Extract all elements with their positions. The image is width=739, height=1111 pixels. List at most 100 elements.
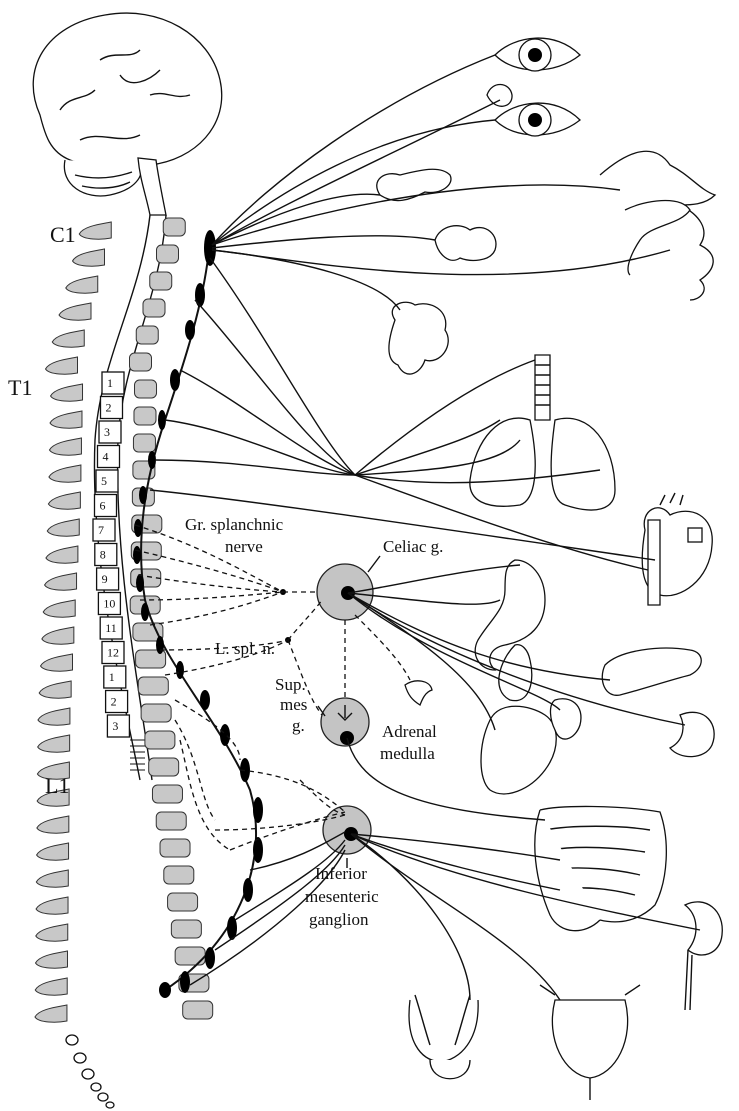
chain-ganglion [200,690,210,710]
label-sup-mes-2: mes [280,695,307,714]
segment-number: 5 [101,474,107,488]
chain-ganglion [205,947,215,969]
vertebra-left [59,303,91,320]
segment-number: 3 [112,719,118,733]
chain-ganglion [159,982,171,998]
vertebra-left [41,654,73,671]
segment-number: 6 [100,499,106,513]
label-t1: T1 [8,375,32,400]
vertebra-left [36,870,68,887]
label-c1: C1 [50,222,76,247]
vertebra-left [35,1005,67,1022]
vertebra-body [149,758,179,776]
vertebra-left [49,465,81,482]
chain-ganglion [243,878,253,902]
adrenal-gland [405,681,432,705]
vertebra-body [135,380,157,398]
chain-ganglion [148,451,156,469]
coccyx [66,1035,114,1108]
brain [33,13,221,215]
segment-number: 1 [107,376,113,390]
vertebra-body [163,218,185,236]
vertebra-left [49,438,81,455]
vertebra-body [152,785,182,803]
vertebra-body [133,434,155,452]
vertebra-left [79,222,111,239]
label-gr-splanchnic-1: Gr. splanchnic [185,515,284,534]
vertebra-left [36,924,68,941]
celiac-ganglion [317,564,373,620]
chain-ganglion [141,603,149,621]
vertebra-left [35,951,67,968]
eye-upper [495,38,580,71]
vertebra-body [136,326,158,344]
vertebra-left [73,249,105,266]
segment-number: 11 [105,621,117,635]
segment-number: 10 [103,597,115,611]
vertebra-body [143,299,165,317]
segment-number: 8 [100,548,106,562]
vertebra-left [37,816,69,833]
salivary-gland-middle [435,226,496,261]
segment-number: 2 [106,401,112,415]
label-inf-mes-3: ganglion [309,910,369,929]
vertebra-body [164,866,194,884]
vertebra-left [38,735,70,752]
vertebra-left [48,492,80,509]
kidney-lower [685,902,722,1010]
segment-number: 2 [111,695,117,709]
spinal-segment [101,397,123,419]
inferior-mesenteric-ganglion [323,806,371,854]
vertebra-body [160,839,190,857]
vertebra-left [39,681,71,698]
parotid-gland [389,302,448,374]
chain-ganglion [170,369,180,391]
vertebra-left [35,978,67,995]
chain-ganglion [156,636,164,654]
intestines [535,806,667,930]
vertebra-left [36,897,68,914]
heart [642,493,712,605]
spinal-segment [96,470,118,492]
vertebra-left [66,276,98,293]
vertebra-body [171,920,201,938]
chain-ganglion [134,519,142,537]
chain-ganglion [180,971,190,993]
vertebra-body [156,812,186,830]
vertebra-body [150,272,172,290]
label-adrenal-1: Adrenal [382,722,437,741]
vertebra-left [43,600,75,617]
superior-mesenteric-ganglion [321,698,369,746]
label-celiac: Celiac g. [383,537,443,556]
kidney-upper [670,712,714,756]
vertebra-body [145,731,175,749]
chain-ganglion [220,724,230,746]
chain-ganglion [139,486,147,504]
label-inf-mes-2: mesenteric [305,887,379,906]
segment-number: 3 [104,425,110,439]
chain-ganglion [185,320,195,340]
bladder [540,985,640,1100]
vertebra-body [168,893,198,911]
spinal-segment [102,372,124,394]
spinal-segment [98,446,120,468]
eye-lower [495,103,580,136]
vertebra-body [130,353,152,371]
vertebra-left [51,384,83,401]
spinal-segment [99,421,121,443]
vertebra-left [47,519,79,536]
liver [481,706,556,794]
segment-number: 4 [103,450,109,464]
spinal-segment [93,519,115,541]
chain-ganglion [195,283,205,307]
chain-ganglion [253,837,263,863]
spinal-segment [95,495,117,517]
vertebra-left [45,573,77,590]
vertebral-column [35,218,213,1022]
chain-ganglion [133,546,141,564]
label-adrenal-2: medulla [380,744,435,763]
vertebra-left [37,843,69,860]
vertebra-body [183,1001,213,1019]
